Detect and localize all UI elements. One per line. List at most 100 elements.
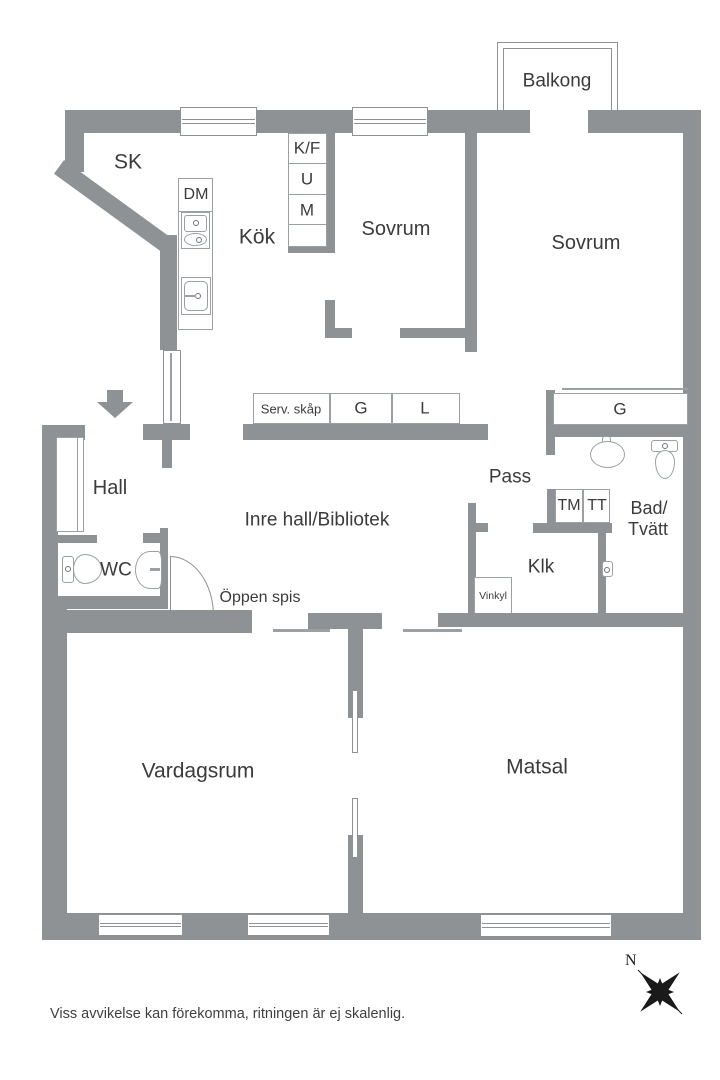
vardagsrum-door-leaf-line xyxy=(273,629,330,632)
wall-left-lower xyxy=(42,596,67,926)
cabinet-label-l: L xyxy=(420,398,430,418)
wall-kitchen-lower xyxy=(325,300,335,338)
cabinet-kf xyxy=(288,133,327,164)
wall-matsal-top xyxy=(438,613,701,627)
machine-label-tt: TT xyxy=(587,497,607,514)
room-label-sovrum2: Sovrum xyxy=(551,232,621,254)
wall-g2-stub xyxy=(546,390,555,455)
compass-north-label: N xyxy=(625,952,637,969)
wall-wc-right xyxy=(160,528,168,598)
pocket-door-leaf-2 xyxy=(352,798,358,858)
room-label-wc: WC xyxy=(100,559,132,581)
room-label-kok: Kök xyxy=(238,225,276,249)
cabinet-l xyxy=(392,393,460,424)
wall-kitchen-lower-stub xyxy=(325,328,352,338)
wall-g2-bottom xyxy=(546,425,701,437)
room-label-klk: Klk xyxy=(527,556,555,578)
kitchen-sink-basin2-icon xyxy=(184,233,207,246)
wall-left-hall xyxy=(42,425,58,610)
room-label-inre-hall: Inre hall/Bibliotek xyxy=(244,509,390,531)
wall-wc-bottom xyxy=(42,596,168,609)
entry-door-line xyxy=(170,353,172,421)
bath-sink-icon xyxy=(590,441,625,468)
wall-hall-door-stem xyxy=(162,440,172,468)
entry-arrow-head-icon xyxy=(97,402,133,418)
cabinet-servskap xyxy=(253,393,330,424)
window-top-1 xyxy=(180,107,257,136)
floor-drain-dot-icon xyxy=(604,567,610,573)
window-bottom-3 xyxy=(480,914,612,937)
cabinet-label-m: M xyxy=(299,200,315,220)
wall-kitchen-left xyxy=(160,235,177,350)
wall-top-right xyxy=(588,110,701,133)
room-label-bad-line1: Bad/ xyxy=(630,498,668,518)
room-label-balkong: Balkong xyxy=(522,70,592,92)
wall-wc-top xyxy=(58,535,97,543)
machine-tm xyxy=(555,489,583,523)
wall-klk-west xyxy=(468,503,476,627)
entry-door xyxy=(163,350,181,424)
pocket-door-leaf-1 xyxy=(352,690,358,753)
wc-toilet-button-icon xyxy=(65,566,71,572)
wc-sink-tap-icon xyxy=(150,568,160,571)
room-label-sovrum1: Sovrum xyxy=(361,218,431,240)
wall-diagonal-sk xyxy=(54,160,173,253)
label-dm: DM xyxy=(183,186,209,203)
compass-rose-icon: N xyxy=(620,950,700,1030)
cabinet-empty xyxy=(288,224,327,247)
wall-kitchen-stub xyxy=(288,245,335,253)
room-label-pass: Pass xyxy=(488,466,532,488)
wc-toilet-bowl-icon xyxy=(73,554,102,584)
kitchen-sink-drain2-icon xyxy=(196,237,202,243)
window-top-2 xyxy=(352,107,428,136)
room-label-hall: Hall xyxy=(92,477,128,499)
cabinet-label-g1: G xyxy=(354,398,368,418)
wall-kitchen-right xyxy=(325,127,335,250)
room-label-bad-line2: Tvätt xyxy=(627,519,669,539)
wall-servskap xyxy=(243,424,488,440)
wall-divider-stem-upper xyxy=(348,613,363,718)
bath-toilet-button-icon xyxy=(662,443,668,449)
wall-top-left xyxy=(65,110,530,133)
room-label-vardagsrum: Vardagsrum xyxy=(141,759,255,783)
machine-tt xyxy=(583,489,610,523)
wall-wc-top-stub xyxy=(143,533,161,543)
wardrobe-label-g2: G xyxy=(613,399,627,419)
kitchen-sink2-tap-icon xyxy=(184,295,196,297)
hall-closet xyxy=(56,437,84,532)
balcony-inner-outline xyxy=(503,48,612,112)
bath-toilet-bowl-icon xyxy=(655,450,675,479)
room-label-matsal: Matsal xyxy=(506,755,568,779)
label-vinkyl: Vinkyl xyxy=(479,589,507,602)
wall-tmtt-bottom xyxy=(533,523,612,533)
cabinet-u xyxy=(288,163,327,195)
room-label-sk: SK xyxy=(113,150,143,174)
entry-arrow-shaft-icon xyxy=(107,390,123,403)
disclaimer-text: Viss avvikelse kan förekomma, ritningen … xyxy=(50,1006,406,1022)
wall-vardagsrum-top xyxy=(42,610,252,633)
cabinet-label-u: U xyxy=(300,169,314,189)
dishwasher-dm xyxy=(178,178,213,212)
wall-klk-west-stub xyxy=(476,523,488,532)
wardrobe-g2 xyxy=(553,393,688,425)
wall-tm-stub xyxy=(547,489,555,523)
wall-divider-stem-lower xyxy=(348,835,363,913)
kitchen-sink-drain1-icon xyxy=(193,220,199,226)
wall-bedroom1-bottom xyxy=(400,328,475,338)
g2-sliding-track-line xyxy=(562,388,688,390)
cabinet-label-kf: K/F xyxy=(293,138,321,158)
wall-hall-door-cross xyxy=(143,424,190,440)
wall-hall-top-left xyxy=(42,425,85,440)
window-bottom-1 xyxy=(98,914,183,936)
label-oppen-spis: Öppen spis xyxy=(219,589,301,606)
cabinet-label-servskap: Serv. skåp xyxy=(260,401,322,417)
wall-bedrooms-divider xyxy=(465,127,477,352)
wall-right xyxy=(683,110,701,940)
window-bottom-2 xyxy=(247,914,330,936)
machine-label-tm: TM xyxy=(557,497,581,514)
wall-divider-T xyxy=(308,613,382,629)
wall-left-top xyxy=(65,110,84,172)
cabinet-g1 xyxy=(330,393,392,424)
hall-closet-door-line xyxy=(77,438,78,531)
